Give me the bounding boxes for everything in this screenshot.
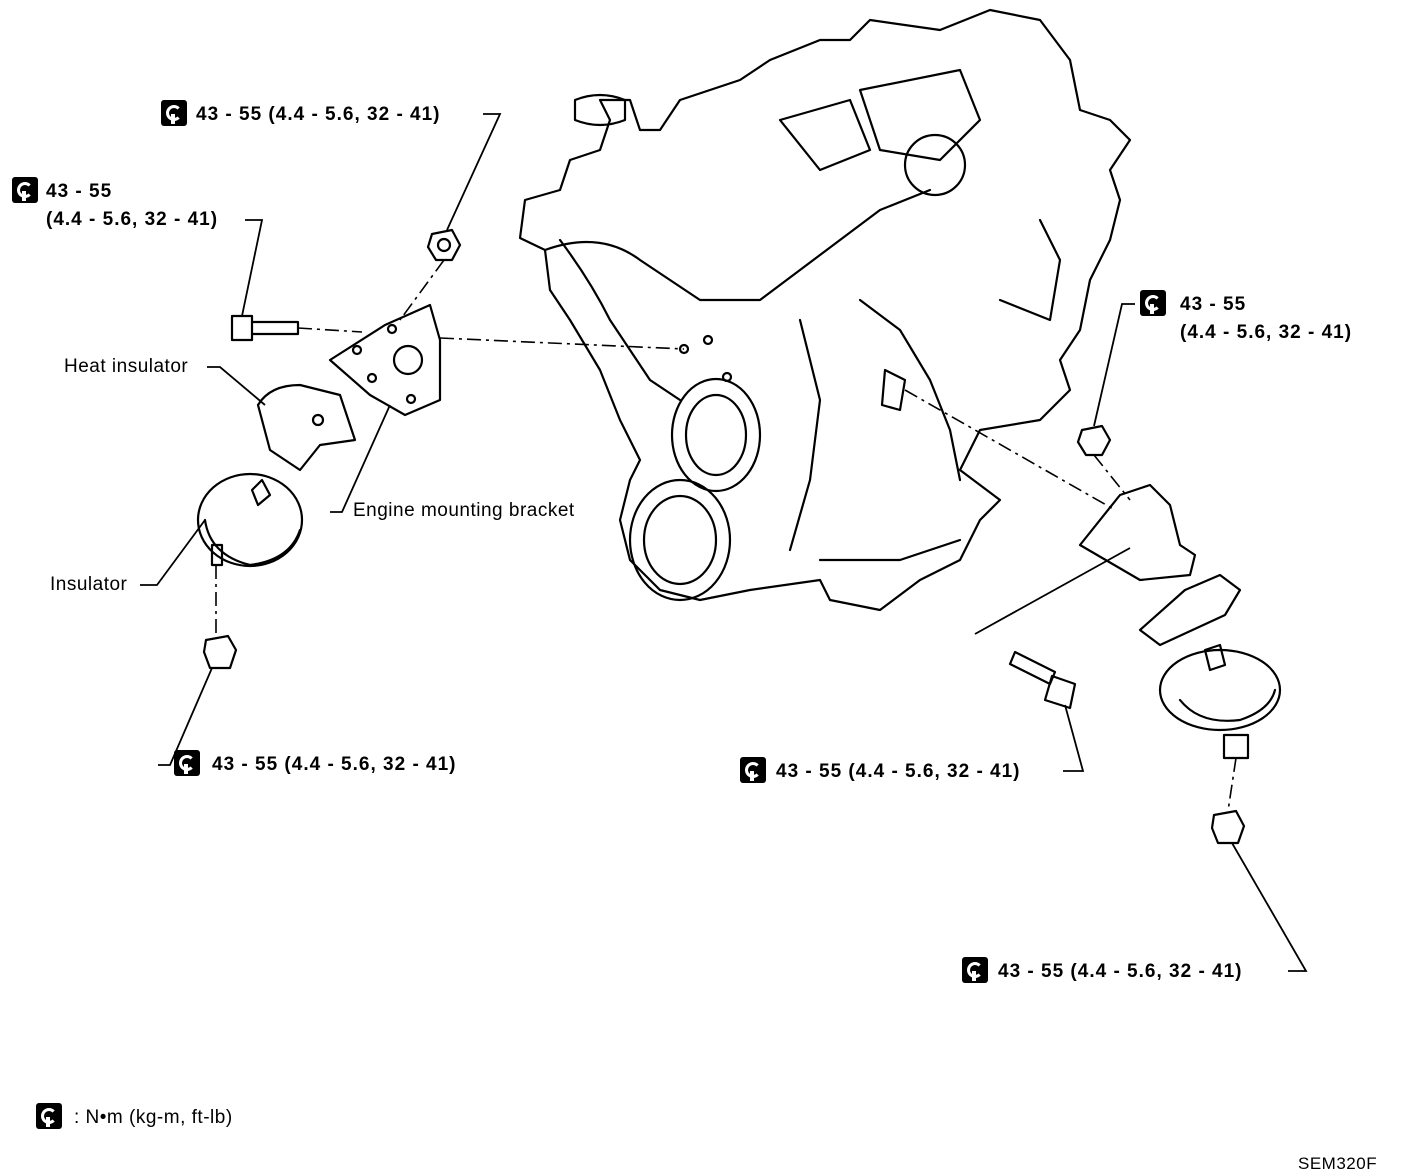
torque-label-left-bolt-line2: (4.4 - 5.6, 32 - 41) xyxy=(46,209,219,230)
part-label-insulator: Insulator xyxy=(50,574,128,595)
left-insulator-stud xyxy=(250,478,272,507)
torque-wrench-icon xyxy=(36,1103,62,1129)
engine-block xyxy=(518,8,1132,612)
leader-line xyxy=(1093,303,1135,427)
engine-flange xyxy=(670,377,762,493)
engine-port xyxy=(903,133,967,197)
engine-hole xyxy=(702,334,714,346)
alignment-line xyxy=(439,337,685,350)
left-bottom-nut xyxy=(202,634,238,670)
leader-line xyxy=(158,667,213,766)
left-heat-insulator xyxy=(256,383,357,472)
torque-wrench-icon xyxy=(962,957,988,983)
left-bolt xyxy=(230,314,254,342)
torque-label-left-bolt-line1: 43 - 55 xyxy=(46,181,113,202)
alignment-line xyxy=(297,327,363,333)
leader-line xyxy=(241,219,264,317)
alignment-line xyxy=(1093,454,1131,501)
leader-line xyxy=(330,404,391,513)
torque-wrench-icon xyxy=(161,100,187,126)
engine-detail-line xyxy=(788,318,822,552)
engine-detail-line xyxy=(858,298,962,482)
engine-detail-line xyxy=(998,218,1062,322)
engine-flange xyxy=(684,393,748,477)
bracket-hole xyxy=(366,372,378,384)
leader-line xyxy=(1063,704,1085,772)
engine-detail-line xyxy=(558,238,682,402)
right-insulator-stud xyxy=(1222,733,1250,760)
torque-label-left-bottom-nut: 43 - 55 (4.4 - 5.6, 32 - 41) xyxy=(212,754,457,775)
right-bolt xyxy=(1008,650,1057,686)
alignment-line xyxy=(399,259,445,321)
engine-detail-line xyxy=(858,68,982,162)
legend-unit-text: : N•m (kg-m, ft-lb) xyxy=(74,1107,233,1128)
torque-label-right-nut-line2: (4.4 - 5.6, 32 - 41) xyxy=(1180,322,1353,343)
engine-hole xyxy=(721,371,733,383)
right-engine-mounting-bracket xyxy=(1078,483,1197,582)
torque-wrench-icon xyxy=(174,750,200,776)
torque-wrench-icon xyxy=(12,177,38,203)
torque-label-right-bolt: 43 - 55 (4.4 - 5.6, 32 - 41) xyxy=(776,761,1021,782)
torque-wrench-icon xyxy=(740,757,766,783)
right-bottom-nut xyxy=(1210,809,1246,845)
leader-line xyxy=(1231,842,1308,972)
engine-hole xyxy=(678,343,690,355)
right-insulator-stud xyxy=(1203,643,1227,672)
bracket-hole xyxy=(386,323,398,335)
right-top-nut xyxy=(1076,424,1112,457)
engine-detail-line xyxy=(778,98,872,172)
bracket-hole xyxy=(392,344,424,376)
left-insulator xyxy=(196,472,304,568)
engine-flange xyxy=(628,478,732,602)
right-heat-insulator xyxy=(1138,573,1242,647)
torque-label-right-bottom-nut: 43 - 55 (4.4 - 5.6, 32 - 41) xyxy=(998,961,1243,982)
left-top-nut xyxy=(426,228,462,262)
engine-stud xyxy=(880,368,907,412)
left-insulator-base xyxy=(203,518,302,567)
leader-line xyxy=(140,519,206,586)
torque-label-right-nut-line1: 43 - 55 xyxy=(1180,294,1247,315)
engine-detail-line xyxy=(543,188,932,302)
engine-oil-cap xyxy=(573,93,627,127)
engine-flange xyxy=(642,494,718,586)
leader-line xyxy=(974,547,1131,635)
leader-line xyxy=(207,366,266,406)
figure-code: SEM320F xyxy=(1298,1154,1378,1173)
bracket-hole xyxy=(351,344,363,356)
torque-wrench-icon xyxy=(1140,290,1166,316)
bracket-hole xyxy=(405,393,417,405)
alignment-line xyxy=(904,389,1116,511)
insulator-hole xyxy=(311,413,325,427)
engine-detail-line xyxy=(818,538,962,562)
left-insulator-stud xyxy=(210,543,224,567)
right-insulator-body xyxy=(1178,688,1277,722)
part-label-heat-insulator: Heat insulator xyxy=(64,356,189,377)
part-label-engine-mounting-bracket: Engine mounting bracket xyxy=(353,500,575,521)
leader-line xyxy=(446,113,502,231)
left-engine-mounting-bracket xyxy=(328,303,442,417)
alignment-line xyxy=(1227,757,1237,812)
right-insulator xyxy=(1158,648,1282,732)
torque-label-top-nut: 43 - 55 (4.4 - 5.6, 32 - 41) xyxy=(196,104,441,125)
